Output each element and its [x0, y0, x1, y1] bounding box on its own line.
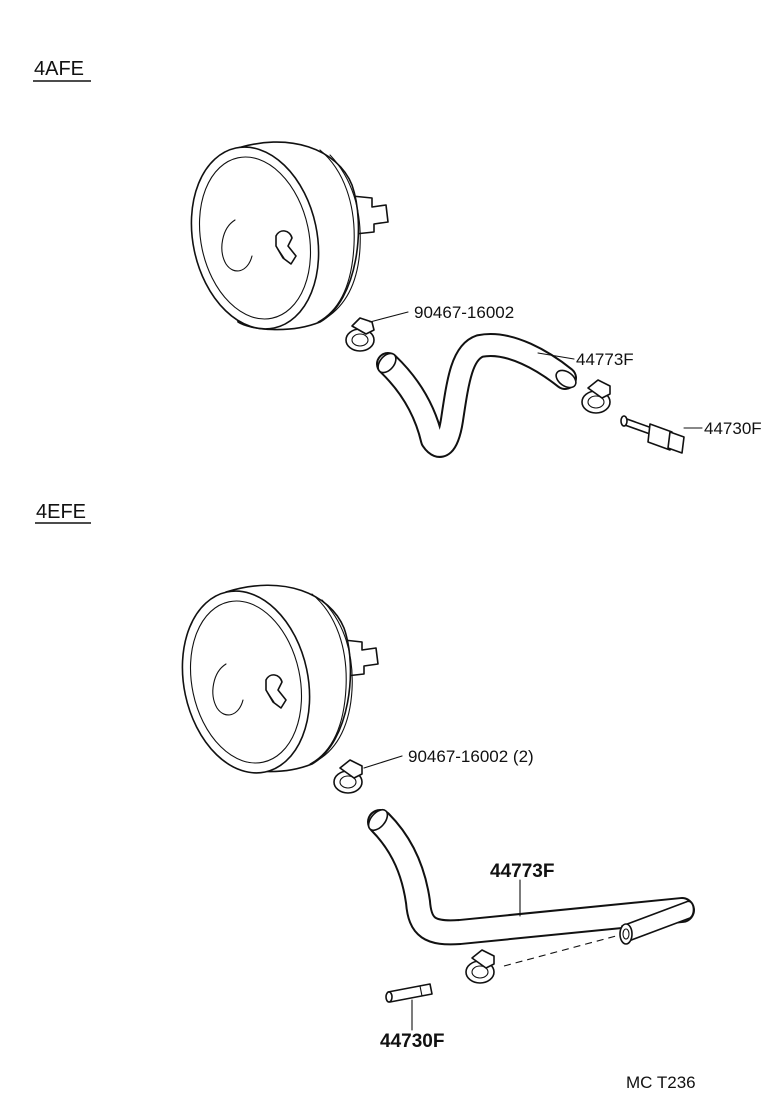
label-hose-4afe: 44773F: [576, 350, 634, 369]
label-clamp-4efe: 90467-16002 (2): [408, 747, 534, 766]
vacuum-hose-icon: [367, 808, 695, 946]
label-clamp-4afe: 90467-16002: [414, 303, 514, 322]
check-valve-icon: [385, 983, 433, 1003]
section-4efe: 4EFE 90467-16002 (2): [35, 501, 695, 1052]
brake-booster-icon: [181, 584, 379, 774]
vacuum-hose-icon: [376, 333, 577, 458]
hose-clamp-icon: [581, 379, 611, 414]
hose-clamp-icon: [345, 317, 375, 352]
leader-hose-4afe: [537, 352, 575, 360]
section-title-4afe: 4AFE: [34, 58, 84, 80]
dashed-connector: [503, 935, 617, 967]
check-valve-icon: [620, 415, 685, 454]
brake-booster-icon: [190, 141, 389, 331]
label-valve-4afe: 44730F: [704, 419, 762, 438]
hose-clamp-icon: [333, 759, 363, 794]
section-4afe: 4AFE 90467-16002: [33, 58, 762, 458]
section-title-4efe: 4EFE: [36, 501, 86, 523]
diagram-code: MC T236: [626, 1073, 696, 1092]
leader-clamp-4afe: [369, 311, 409, 323]
hose-clamp-icon: [465, 949, 495, 984]
label-hose-4efe: 44773F: [490, 861, 554, 882]
label-valve-4efe: 44730F: [380, 1031, 444, 1052]
leader-clamp-4efe: [363, 755, 403, 769]
